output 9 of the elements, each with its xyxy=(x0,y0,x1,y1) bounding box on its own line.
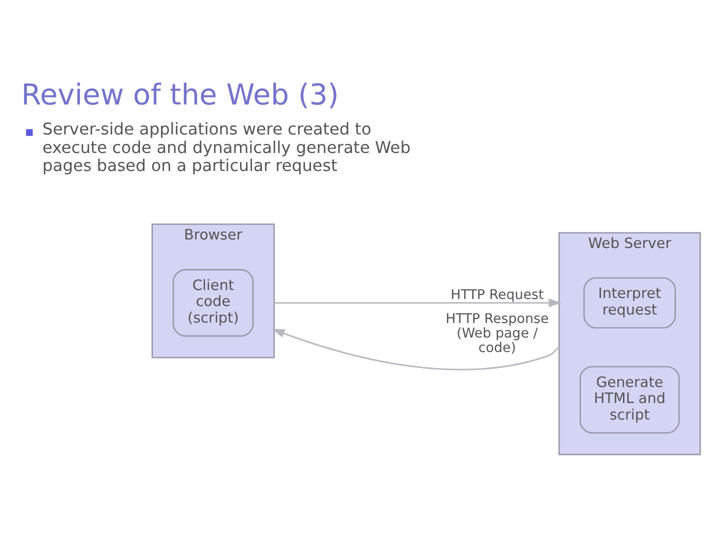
arrow xyxy=(274,298,562,308)
edge-label: HTTP Request xyxy=(450,288,544,304)
node-box: Generate HTML and script xyxy=(580,366,680,434)
arrow xyxy=(272,328,560,370)
diagram-title: Review of the Web (3) xyxy=(21,78,339,112)
label: Server-side applications were created to execute code and dynamically generate Web pages based on a particular request xyxy=(42,120,411,176)
edge-label: HTTP Response (Web page / code) xyxy=(446,312,549,356)
node-box: Client code (script) xyxy=(172,269,254,337)
node-box: Interpret request xyxy=(583,277,676,329)
